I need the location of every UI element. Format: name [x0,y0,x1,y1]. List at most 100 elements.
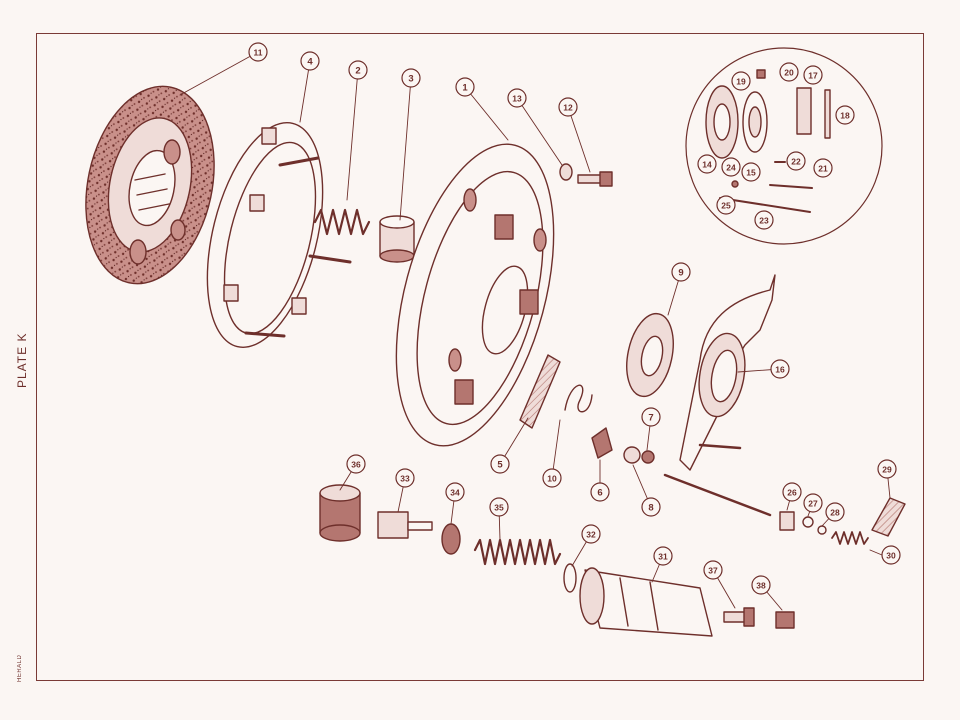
piston [377,511,433,539]
callout-circle [803,65,823,85]
seal [441,523,461,555]
clevis-bracket [871,497,906,537]
release-lever [663,274,776,517]
callout-circle [671,262,691,282]
callout-number: 21 [818,164,828,174]
callout-number: 10 [547,474,557,484]
plate-border [36,33,924,681]
callout-25: 25 [716,195,736,215]
callout-number: 7 [648,413,653,424]
callout-circle [754,210,774,230]
callout-29: 29 [877,459,897,479]
callout-circle [786,151,806,171]
callout-circle [542,468,562,488]
clevis-block [779,511,795,531]
lock-washer [623,446,641,464]
callout-number: 19 [736,77,746,87]
callout-number: 33 [400,474,410,484]
callout-number: 32 [586,530,596,540]
callout-number: 34 [450,488,460,498]
callout-circle [731,71,751,91]
callout-number: 16 [775,365,785,375]
callout-24: 24 [721,157,741,177]
callout-26: 26 [782,482,802,502]
callout-number: 2 [355,66,360,77]
callout-circle [721,157,741,177]
thrust-ring [626,312,674,398]
callout-5: 5 [490,454,510,474]
bearing-sleeve [319,484,361,542]
callout-18: 18 [835,105,855,125]
retaining-plate [519,354,561,429]
callout-circle [490,454,510,474]
callout-number: 25 [721,201,731,211]
callout-28: 28 [825,502,845,522]
callout-17: 17 [803,65,823,85]
callout-circle [346,454,366,474]
clutch-driven-plate [85,85,215,285]
callout-number: 3 [408,74,413,85]
callout-number: 27 [808,499,818,509]
callout-11: 11 [248,42,268,62]
callout-circle [641,407,661,427]
callout-circle [300,51,320,71]
nut [641,450,655,464]
callout-16: 16 [770,359,790,379]
callout-number: 37 [708,566,718,576]
callout-22: 22 [786,151,806,171]
callout-10: 10 [542,468,562,488]
callout-circle [877,459,897,479]
callout-27: 27 [803,493,823,513]
callout-circle [697,154,717,174]
callout-number: 1 [462,83,468,94]
callout-35: 35 [489,497,509,517]
callout-circle [489,497,509,517]
callout-number: 38 [756,581,766,591]
callout-circle [813,158,833,178]
callout-20: 20 [779,62,799,82]
callout-number: 28 [830,508,840,518]
callout-1: 1 [455,77,475,97]
callout-circle [835,105,855,125]
callout-number: 4 [307,57,313,68]
callout-number: 22 [791,157,801,167]
callout-14: 14 [697,154,717,174]
callout-circle [881,545,901,565]
callout-number: 31 [658,552,668,562]
callout-34: 34 [445,482,465,502]
callout-19: 19 [731,71,751,91]
callout-number: 11 [254,48,263,58]
callout-6: 6 [590,482,610,502]
callout-circle [751,575,771,595]
callout-number: 17 [808,71,818,81]
callout-circle [770,359,790,379]
callout-number: 5 [497,460,503,471]
callout-33: 33 [395,468,415,488]
inset-detail [685,47,883,245]
callout-number: 29 [882,465,892,475]
callout-circle [741,162,761,182]
callout-number: 8 [648,503,653,514]
callout-circle [445,482,465,502]
callout-3: 3 [401,68,421,88]
callout-circle [455,77,475,97]
callout-7: 7 [641,407,661,427]
callout-circle [581,524,601,544]
callout-circle [348,60,368,80]
spring-clip [564,384,593,413]
washer [559,163,573,181]
callout-37: 37 [703,560,723,580]
callout-circle [782,482,802,502]
callout-8: 8 [641,497,661,517]
callout-36: 36 [346,454,366,474]
callout-number: 26 [787,488,797,498]
callout-number: 20 [784,68,794,78]
clevis-pin-clip [817,525,827,535]
callout-31: 31 [653,546,673,566]
callout-circle [507,88,527,108]
pressure-spring [313,208,371,236]
callout-circle [779,62,799,82]
callout-number: 30 [886,551,896,561]
